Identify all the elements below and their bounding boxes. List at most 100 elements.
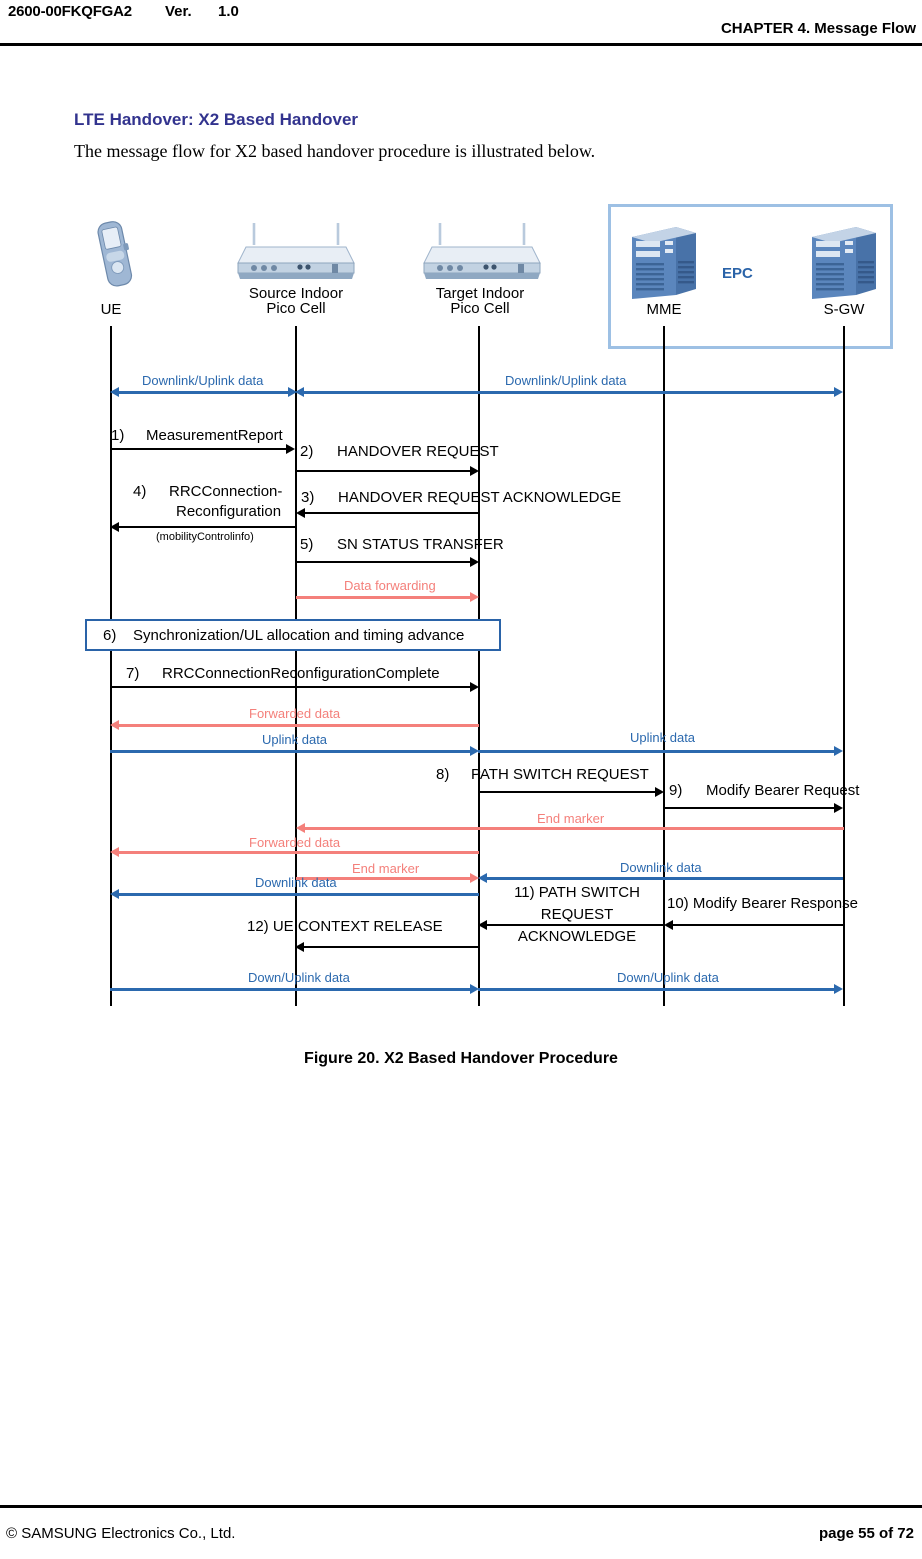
node-sgw-label: S-GW	[823, 301, 865, 318]
node-source-pico-cell-label: Source Indoor Pico Cell	[248, 285, 344, 317]
arrow-forwarded-data-1	[119, 724, 479, 727]
message-label-modify-bearer-response: 10) Modify Bearer Response	[667, 895, 858, 912]
arrow-path-switch-request	[479, 791, 655, 793]
message-label-synchronization: Synchronization/UL allocation and timing…	[133, 627, 465, 644]
epc-group-box	[608, 204, 893, 349]
arrowhead-right	[470, 592, 479, 602]
arrow-data-forwarding	[296, 596, 471, 599]
pico-cell-icon	[232, 219, 360, 290]
message-label-down-uplink-data-2: Down/Uplink data	[617, 970, 719, 985]
lifeline-source	[295, 326, 297, 1006]
message-number-1: 1)	[111, 427, 125, 444]
node-sgw: S-GW	[794, 302, 894, 317]
message-label-rrc-connection-reconfiguration-line1: RRCConnection-	[169, 483, 283, 500]
arrow-down-uplink-data-2	[478, 988, 835, 991]
message-number-8: 8)	[436, 766, 450, 783]
message-label-forwarded-data-2: Forwarded data	[249, 835, 341, 850]
arrowhead-left	[478, 920, 487, 930]
message-label-path-switch-request-ack-line1: 11) PATH SWITCH	[514, 884, 640, 901]
section-heading: LTE Handover: X2 Based Handover	[74, 110, 359, 129]
message-label-ue-context-release: 12) UE CONTEXT RELEASE	[247, 918, 443, 935]
arrowhead-left	[110, 720, 119, 730]
arrow-handover-request	[296, 470, 471, 472]
arrowhead-left	[295, 942, 304, 952]
footer-divider	[0, 1505, 922, 1508]
arrow-ue-context-release	[304, 946, 479, 948]
header-chapter-title: CHAPTER 4. Message Flow	[720, 20, 916, 37]
arrowhead-right	[470, 466, 479, 476]
arrowhead-right	[834, 746, 843, 756]
arrow-downlink-uplink-data-1	[118, 391, 289, 394]
arrow-measurement-report	[110, 448, 287, 450]
message-label-handover-request: HANDOVER REQUEST	[337, 443, 499, 460]
message-label-downlink-uplink-data-1: Downlink/Uplink data	[142, 373, 264, 388]
arrow-sn-status-transfer	[296, 561, 471, 563]
node-ue-label: UE	[100, 301, 122, 318]
arrowhead-right	[834, 387, 843, 397]
arrowhead-left	[296, 508, 305, 518]
arrow-rrc-connection-reconfiguration	[119, 526, 295, 528]
arrow-end-marker-1	[305, 827, 844, 830]
document-header: 2600-00FKQFGA2 Ver. 1.0 CHAPTER 4. Messa…	[0, 0, 922, 46]
arrowhead-right	[655, 787, 664, 797]
arrow-modify-bearer-request	[664, 807, 835, 809]
message-label-down-uplink-data-1: Down/Uplink data	[248, 970, 350, 985]
arrow-uplink-data-2	[478, 750, 835, 753]
message-label-path-switch-request-ack-line2: REQUEST	[540, 906, 614, 923]
arrowhead-right	[286, 444, 295, 454]
message-number-9: 9)	[669, 782, 683, 799]
arrow-rrc-reconfiguration-complete	[110, 686, 471, 688]
header-divider	[0, 43, 922, 46]
message-flow-diagram: EPC UE Source Indo	[0, 195, 922, 1015]
message-number-3: 3)	[301, 489, 315, 506]
message-label-forwarded-data-1: Forwarded data	[249, 706, 341, 721]
arrowhead-right	[834, 984, 843, 994]
section-intro-paragraph: The message flow for X2 based handover p…	[74, 141, 596, 161]
mobile-phone-icon	[88, 216, 140, 299]
node-target-pico-cell-label: Target Indoor Pico Cell	[435, 285, 525, 317]
node-target-pico-cell: Target Indoor Pico Cell	[410, 286, 550, 316]
message-label-handover-request-acknowledge: HANDOVER REQUEST ACKNOWLEDGE	[338, 489, 622, 506]
server-icon	[622, 219, 706, 308]
arrowhead-left	[664, 920, 673, 930]
node-source-pico-cell: Source Indoor Pico Cell	[226, 286, 366, 316]
message-label-path-switch-request: PATH SWITCH REQUEST	[471, 766, 649, 783]
arrow-uplink-data-1	[110, 750, 471, 753]
message-label-downlink-uplink-data-2: Downlink/Uplink data	[505, 373, 627, 388]
arrow-handover-request-acknowledge	[305, 512, 479, 514]
arrow-downlink-data-1	[119, 893, 479, 896]
message-label-end-marker-2: End marker	[352, 861, 420, 876]
arrowhead-left	[295, 387, 304, 397]
arrowhead-right	[470, 984, 479, 994]
arrowhead-left	[110, 847, 119, 857]
lifeline-mme	[663, 326, 665, 1006]
arrowhead-left	[478, 873, 487, 883]
header-version-value: 1.0	[218, 3, 239, 20]
message-number-6: 6)	[103, 627, 117, 644]
message-label-modify-bearer-request: Modify Bearer Request	[706, 782, 860, 799]
node-mme-label: MME	[646, 301, 682, 318]
arrowhead-right	[470, 746, 479, 756]
message-sublabel-mobility-control-info: (mobilityControlinfo)	[156, 531, 254, 543]
epc-label: EPC	[722, 265, 753, 282]
lifeline-sgw	[843, 326, 845, 1006]
message-label-downlink-data-1: Downlink data	[255, 875, 337, 890]
arrowhead-left	[110, 522, 119, 532]
lifeline-target	[478, 326, 480, 1006]
pico-cell-icon	[418, 219, 546, 290]
arrow-downlink-data-2	[487, 877, 843, 880]
message-number-5: 5)	[300, 536, 314, 553]
message-number-2: 2)	[300, 443, 314, 460]
message-label-data-forwarding: Data forwarding	[344, 578, 436, 593]
arrowhead-right	[834, 803, 843, 813]
figure-caption: Figure 20. X2 Based Handover Procedure	[304, 1050, 618, 1067]
arrow-end-marker-2	[296, 877, 471, 880]
document-footer: © SAMSUNG Electronics Co., Ltd. page 55 …	[0, 1493, 922, 1559]
node-mme: MME	[614, 302, 714, 317]
message-label-rrc-connection-reconfiguration-line2: Reconfiguration	[176, 503, 282, 520]
header-version-label: Ver.	[165, 3, 192, 20]
header-document-id: 2600-00FKQFGA2	[8, 3, 132, 20]
message-label-sn-status-transfer: SN STATUS TRANSFER	[337, 536, 504, 553]
arrowhead-right	[288, 387, 297, 397]
arrowhead-left	[296, 823, 305, 833]
